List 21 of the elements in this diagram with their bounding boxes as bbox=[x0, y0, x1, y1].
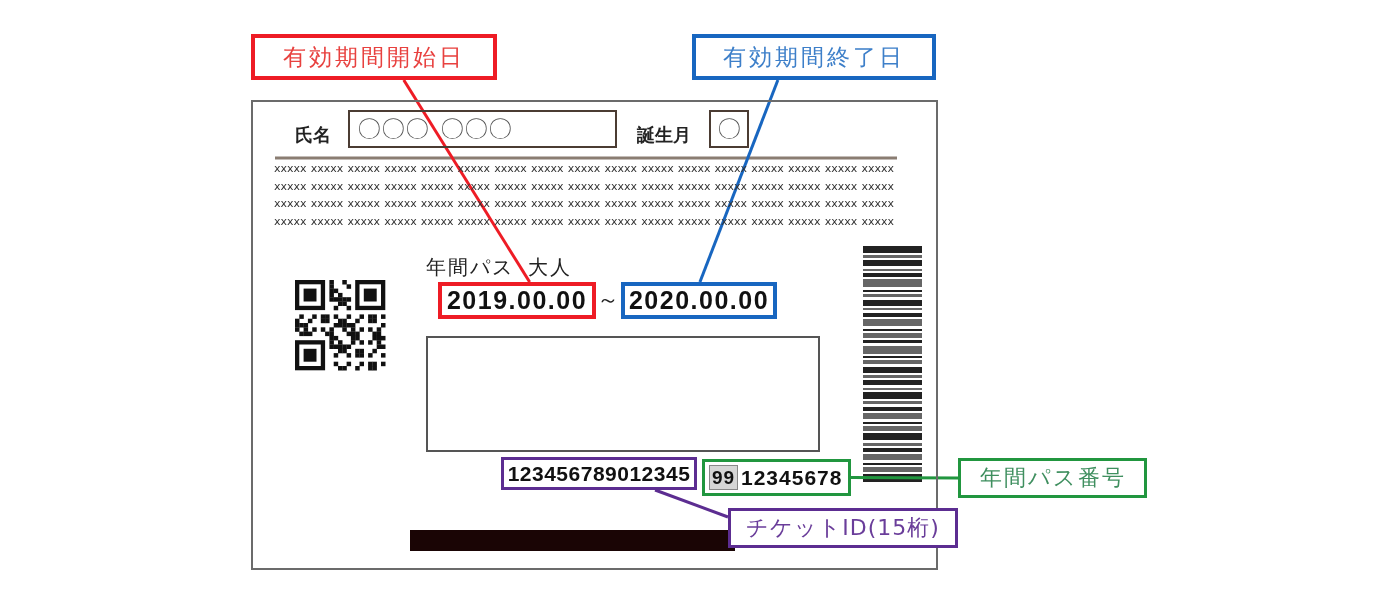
date-box: 2019.00.00 bbox=[438, 282, 596, 319]
field-label: 氏名 bbox=[295, 123, 331, 147]
pass-number: 12345678 bbox=[741, 465, 843, 490]
ticket-id-box: 123456789012345 bbox=[501, 457, 697, 490]
leader-line bbox=[654, 488, 729, 519]
birth-month-field: 〇 bbox=[709, 110, 749, 148]
leader-line bbox=[698, 79, 780, 283]
callout-box: 有効期間終了日 bbox=[692, 34, 936, 80]
callout-box: 有効期間開始日 bbox=[251, 34, 497, 80]
callout-box: チケットID(15桁) bbox=[728, 508, 958, 548]
leader-line bbox=[402, 79, 531, 283]
pass-number-box bbox=[702, 459, 851, 496]
date-box: 2020.00.00 bbox=[621, 282, 777, 319]
leader-line bbox=[851, 476, 958, 480]
pass-type-label: 年間パス 大人 bbox=[426, 254, 573, 281]
name-field: 〇〇〇 〇〇〇 bbox=[348, 110, 617, 148]
prefix-box: 99 bbox=[709, 465, 738, 490]
range-separator: ～ bbox=[597, 286, 619, 314]
field-label: 誕生月 bbox=[637, 123, 691, 147]
callout-box: 年間パス番号 bbox=[958, 458, 1147, 498]
blank-field bbox=[426, 336, 820, 452]
